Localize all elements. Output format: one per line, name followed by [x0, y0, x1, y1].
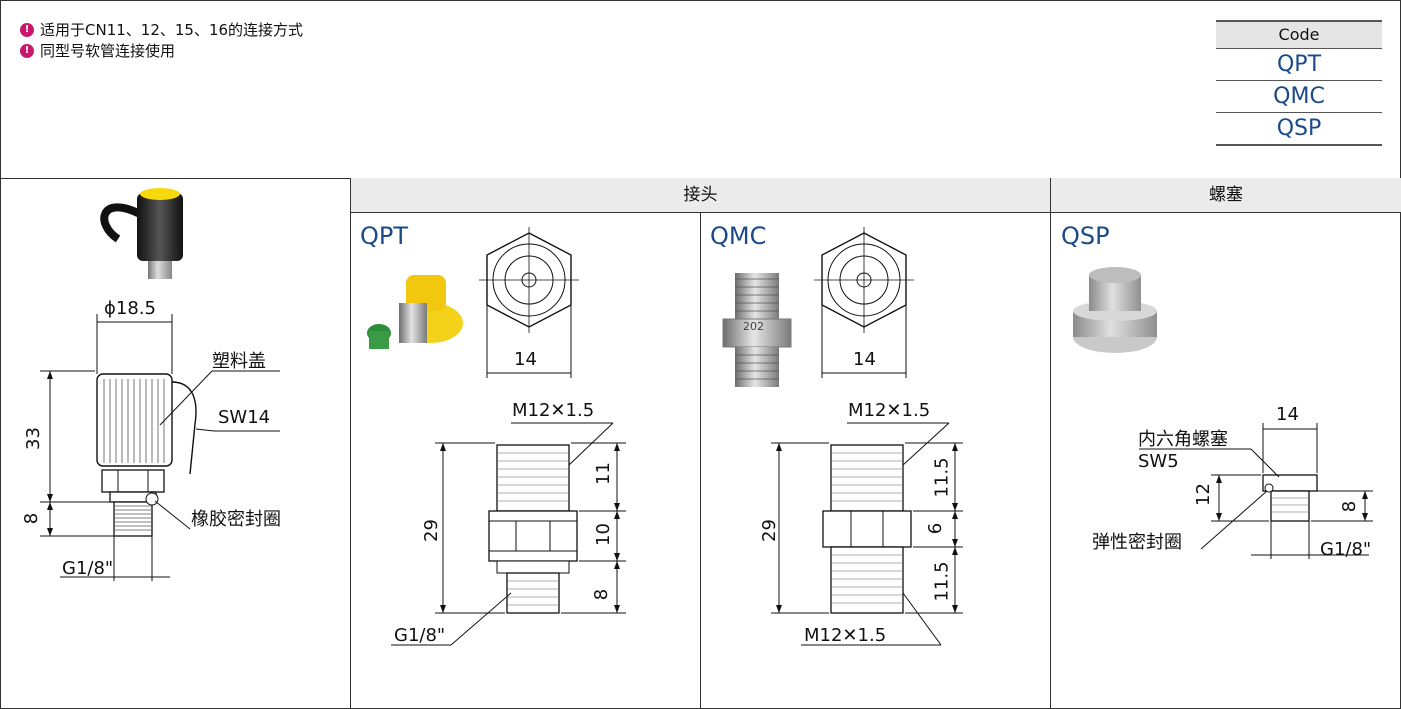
qpt-thread-bottom-label: G1/8" [394, 625, 446, 646]
column-header-plug: 螺塞 [1051, 178, 1401, 213]
qsp-code-label: QSP [1061, 222, 1110, 250]
code-row-qpt[interactable]: QPT [1216, 49, 1382, 81]
qmc-code-label: QMC [710, 222, 767, 250]
qpt-thread-top-label: M12✕1.5 [512, 400, 595, 421]
qmc-hex-size: 14 [853, 349, 876, 370]
qmc-dim-3: 11.5 [931, 561, 953, 602]
qmc-thread-top-label: M12✕1.5 [848, 400, 931, 421]
qpt-photo [367, 275, 463, 349]
qmc-dim-2: 6 [925, 522, 947, 535]
qmc-drawing [722, 227, 963, 646]
qpt-code-label: QPT [360, 222, 409, 250]
divider [350, 178, 351, 709]
qpt-drawing [367, 227, 626, 646]
alert-icon: ! [20, 44, 34, 58]
note-2: ! 同型号软管连接使用 [20, 41, 175, 61]
qsp-height-2: 8 [1339, 500, 1361, 513]
qsp-photo [1073, 267, 1157, 353]
qsp-drawing [1073, 267, 1373, 559]
note-text: 同型号软管连接使用 [40, 42, 176, 60]
divider [700, 212, 701, 709]
cap-thread-label: G1/8" [62, 558, 114, 579]
cap-diameter-label: ϕ18.5 [104, 298, 156, 319]
cap-seal-label: 橡胶密封圈 [191, 509, 281, 530]
qsp-height-1: 12 [1192, 483, 1214, 506]
cap-thread-length-label: 8 [21, 512, 43, 525]
note-1: ! 适用于CN11、12、15、16的连接方式 [20, 20, 303, 40]
divider [1050, 178, 1051, 709]
qsp-plug-label: 内六角螺塞 [1138, 429, 1228, 450]
qsp-sw-label: SW5 [1138, 451, 1179, 472]
qsp-thread-label: G1/8" [1320, 539, 1372, 560]
cap-photo [100, 188, 183, 279]
qsp-seal-label: 弹性密封圈 [1092, 532, 1182, 553]
cap-plastic-label: 塑料盖 [212, 351, 266, 372]
code-table: Code QPT QMC QSP [1216, 20, 1382, 146]
cap-sw-label: SW14 [218, 407, 271, 428]
qmc-total-length: 29 [758, 519, 780, 542]
cap-drawing [40, 188, 280, 581]
qpt-total-length: 29 [420, 519, 442, 542]
code-row-qmc[interactable]: QMC [1216, 81, 1382, 113]
qpt-dim-3: 8 [591, 588, 613, 601]
qmc-photo [722, 273, 792, 387]
qpt-dim-1: 11 [592, 462, 614, 485]
qmc-thread-bottom-label: M12✕1.5 [804, 625, 887, 646]
qpt-dim-2: 10 [592, 523, 614, 546]
column-header-joint: 接头 [351, 178, 1050, 213]
code-row-qsp[interactable]: QSP [1216, 113, 1382, 146]
alert-icon: ! [20, 23, 34, 37]
code-table-header: Code [1216, 20, 1382, 49]
qmc-photo-stamp: 202 [743, 320, 764, 333]
note-text: 适用于CN11、12、15、16的连接方式 [40, 21, 304, 39]
qpt-hex-size: 14 [514, 349, 537, 370]
qmc-dim-1: 11.5 [931, 457, 953, 498]
qsp-hex-size: 14 [1276, 404, 1299, 425]
cap-height-label: 33 [22, 427, 44, 450]
